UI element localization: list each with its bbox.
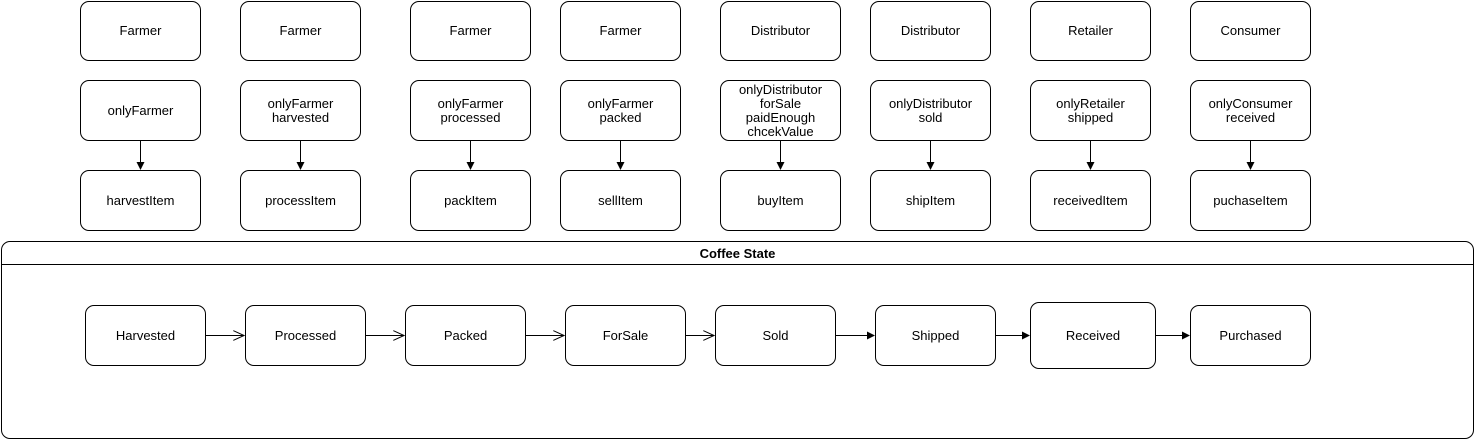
state-label: ForSale [602,327,649,343]
state-packed: Packed [405,305,526,366]
modifier-box-7: onlyConsumer received [1190,80,1311,141]
function-box-3: sellItem [560,170,681,231]
role-box-7: Consumer [1190,1,1311,61]
state-label: Harvested [115,327,176,343]
modifier-box-2: onlyFarmer processed [410,80,531,141]
modifier-label: onlyFarmer processed [437,95,504,125]
modifier-box-5: onlyDistributor sold [870,80,991,141]
state-sold: Sold [715,305,836,366]
state-shipped: Shipped [875,305,996,366]
state-harvested: Harvested [85,305,206,366]
function-label: harvestItem [106,192,175,208]
pool-title: Coffee State [2,242,1473,265]
role-box-5: Distributor [870,1,991,61]
role-label: Distributor [900,23,961,38]
state-label: Purchased [1219,327,1282,343]
modifier-label: onlyFarmer packed [587,95,654,125]
role-label: Farmer [279,23,322,38]
function-box-0: harvestItem [80,170,201,231]
role-label: Farmer [449,23,492,38]
role-label: Farmer [599,23,642,38]
function-label: processItem [265,192,336,208]
state-processed: Processed [245,305,366,366]
state-purchased: Purchased [1190,305,1311,366]
role-label: Farmer [119,23,162,38]
function-box-4: buyItem [720,170,841,231]
function-box-2: packItem [410,170,531,231]
function-label: receivedItem [1053,192,1128,208]
modifier-label: onlyFarmer harvested [267,95,334,125]
state-forsale: ForSale [565,305,686,366]
function-label: sellItem [598,192,643,208]
coffee-state-pool: Coffee State [1,241,1474,439]
role-box-0: Farmer [80,1,201,61]
role-box-6: Retailer [1030,1,1151,61]
modifier-box-1: onlyFarmer harvested [240,80,361,141]
modifier-label: onlyDistributor sold [888,95,973,125]
modifier-label: onlyDistributor forSale paidEnough chcek… [738,81,823,139]
modifier-box-3: onlyFarmer packed [560,80,681,141]
role-box-1: Farmer [240,1,361,61]
function-box-7: puchaseItem [1190,170,1311,231]
state-label: Received [1065,327,1121,343]
role-box-2: Farmer [410,1,531,61]
state-label: Shipped [911,327,960,343]
modifier-box-4: onlyDistributor forSale paidEnough chcek… [720,80,841,141]
modifier-box-0: onlyFarmer [80,80,201,141]
modifier-label: onlyFarmer [107,102,174,118]
role-label: Retailer [1068,23,1113,38]
function-box-6: receivedItem [1030,170,1151,231]
function-box-1: processItem [240,170,361,231]
function-label: shipItem [905,192,956,208]
state-label: Sold [762,327,789,343]
function-box-5: shipItem [870,170,991,231]
role-label: Consumer [1220,23,1281,38]
state-label: Packed [443,327,488,343]
function-label: puchaseItem [1213,192,1288,208]
function-label: packItem [444,192,497,208]
function-label: buyItem [757,192,804,208]
modifier-label: onlyConsumer received [1208,95,1293,125]
modifier-label: onlyRetailer shipped [1056,95,1125,125]
state-label: Processed [274,327,337,343]
role-box-4: Distributor [720,1,841,61]
modifier-box-6: onlyRetailer shipped [1030,80,1151,141]
state-received: Received [1030,302,1156,369]
role-label: Distributor [750,23,811,38]
role-box-3: Farmer [560,1,681,61]
